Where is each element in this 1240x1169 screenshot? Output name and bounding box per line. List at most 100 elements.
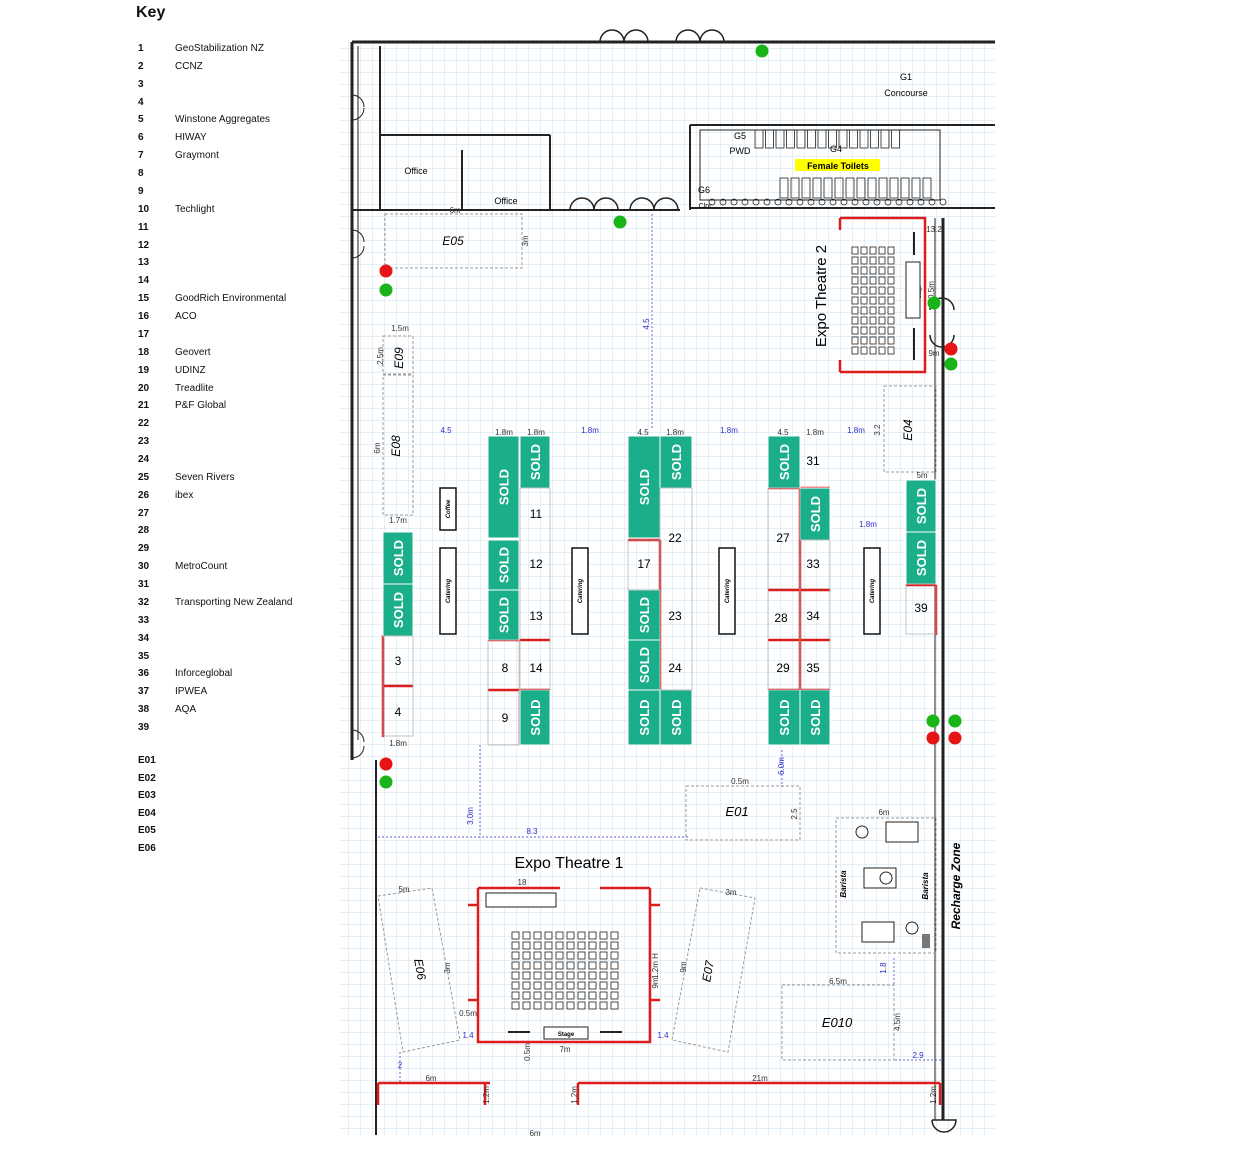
seat	[860, 286, 868, 295]
seat	[860, 276, 868, 285]
theatre-1-stage-label: Stage	[558, 1032, 575, 1038]
dimension-label: 4.5	[642, 318, 651, 330]
seat	[533, 1001, 542, 1010]
catering-label: Catering	[578, 579, 584, 604]
key-entry-number: 13	[138, 257, 150, 269]
booth-number: 34	[806, 609, 820, 623]
coffee-station	[439, 487, 457, 531]
basin	[917, 198, 925, 206]
key-entry-number: 5	[138, 114, 144, 126]
seat	[887, 336, 895, 345]
seat	[860, 256, 868, 265]
seat	[566, 1001, 575, 1010]
toilet-stall	[754, 129, 764, 149]
basin	[862, 198, 870, 206]
dimension-label: 6.5m	[829, 977, 847, 986]
sold-label: SOLD	[669, 444, 684, 480]
seat	[878, 266, 886, 275]
concourse-label: Concourse	[884, 88, 928, 98]
sold-label: SOLD	[497, 597, 512, 633]
seat	[533, 931, 542, 940]
toilet-stall	[889, 177, 899, 199]
seat	[522, 991, 531, 1000]
key-entry-number: 11	[138, 221, 149, 233]
seat	[511, 961, 520, 970]
toilet-stall	[790, 177, 800, 199]
seat	[533, 941, 542, 950]
basin	[829, 198, 837, 206]
basin	[785, 198, 793, 206]
dimension-label: 1.8m	[495, 428, 513, 437]
theatre-1-av-desk	[485, 892, 557, 908]
catering-label: Catering	[725, 579, 731, 604]
dimension-label: 18	[518, 878, 527, 887]
seat	[851, 276, 859, 285]
sold-label: SOLD	[497, 547, 512, 583]
green-exit-dot	[926, 714, 940, 728]
zone-label-e01: E01	[725, 804, 748, 819]
sold-label: SOLD	[497, 469, 512, 505]
seat	[555, 971, 564, 980]
red-exit-dot	[944, 342, 958, 356]
seat	[610, 951, 619, 960]
seat	[555, 961, 564, 970]
key-entry-number: 6	[138, 132, 144, 144]
seat	[610, 941, 619, 950]
basin	[807, 198, 815, 206]
zone-label-e05: E05	[442, 234, 464, 248]
seat	[878, 326, 886, 335]
office-1-label: Office	[404, 166, 427, 176]
key-entry-number: 27	[138, 507, 150, 519]
red-exit-dot	[926, 731, 940, 745]
zone-label-e010: E010	[822, 1015, 853, 1030]
dimension-label: 9m	[651, 977, 660, 988]
office-2-label: Office	[494, 196, 517, 206]
booth-number: 3	[395, 654, 402, 668]
basin	[906, 198, 914, 206]
seat	[610, 991, 619, 1000]
sold-booths: SOLDSOLDSOLDSOLDSOLDSOLDSOLDSOLDSOLDSOLD…	[382, 435, 937, 746]
zone-label-e04: E04	[901, 419, 915, 441]
seat	[860, 326, 868, 335]
booth-number: 14	[529, 661, 543, 675]
sold-booth	[659, 435, 693, 489]
seat	[588, 931, 597, 940]
seat	[869, 246, 877, 255]
booth-number: 24	[668, 661, 682, 675]
seat	[566, 951, 575, 960]
seat	[533, 961, 542, 970]
seat	[588, 991, 597, 1000]
key-entry-name: CCNZ	[175, 60, 203, 72]
key-entry-name: Treadlite	[175, 382, 214, 394]
booth-number: 31	[806, 454, 820, 468]
dimension-label: 1.2m H	[651, 953, 660, 979]
toilet-stall	[779, 177, 789, 199]
dimension-label: 5m	[916, 471, 927, 480]
key-entry-number: 4	[138, 96, 144, 108]
seat	[555, 1001, 564, 1010]
key-entry-name: Transporting New Zealand	[175, 596, 293, 608]
sold-label: SOLD	[528, 699, 543, 735]
seat	[588, 961, 597, 970]
seat	[544, 961, 553, 970]
basin	[752, 198, 760, 206]
toilet-stall	[867, 177, 877, 199]
dimension-label: 1.2m	[482, 1086, 491, 1104]
sold-booth	[799, 487, 831, 541]
seat	[851, 306, 859, 315]
key-entry-number: 33	[138, 614, 150, 626]
seat	[588, 941, 597, 950]
booth-number: 11	[530, 507, 543, 521]
key-entry-number: 28	[138, 525, 150, 537]
sold-label: SOLD	[637, 469, 652, 505]
dimension-label: 1.8m	[847, 426, 865, 435]
seat	[610, 1001, 619, 1010]
dimension-label: 1.8m	[527, 428, 545, 437]
seat	[887, 326, 895, 335]
seat	[887, 306, 895, 315]
seat	[599, 951, 608, 960]
toilet-stall	[880, 129, 890, 149]
green-exit-dot	[944, 357, 958, 371]
